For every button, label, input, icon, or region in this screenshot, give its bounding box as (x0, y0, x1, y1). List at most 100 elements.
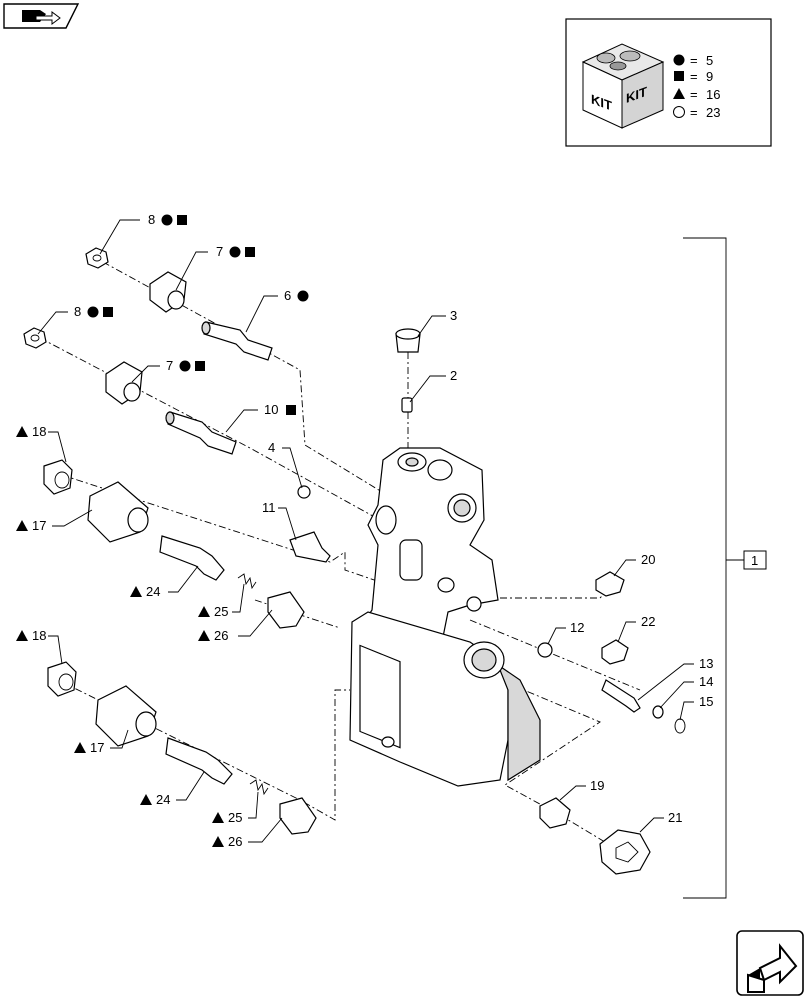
filled-circle-icon (161, 214, 173, 226)
callout-number: 24 (156, 792, 170, 807)
callout-14[interactable]: 14 (659, 674, 713, 709)
callout-2[interactable]: 2 (409, 368, 457, 403)
coil-17b (95, 685, 157, 747)
filled-triangle-icon (198, 630, 210, 641)
callout-number: 26 (228, 834, 242, 849)
callout-number: 11 (262, 500, 276, 515)
leader-line (168, 565, 199, 593)
ball-12 (537, 642, 553, 658)
callout-7[interactable]: 7 (175, 244, 255, 291)
callout-number: 25 (214, 604, 228, 619)
callout-17[interactable]: 17 (74, 729, 129, 755)
callout-number: 19 (590, 778, 604, 793)
back-button[interactable] (3, 3, 80, 29)
filled-square-icon (103, 307, 113, 317)
callout-20[interactable]: 20 (613, 552, 655, 577)
callout-3[interactable]: 3 (417, 308, 457, 337)
callout-13[interactable]: 13 (637, 656, 713, 701)
callout-number: 21 (668, 810, 682, 825)
filled-circle-icon (87, 306, 99, 318)
leader-line (639, 817, 664, 833)
callout-25[interactable]: 25 (212, 791, 259, 825)
callout-15[interactable]: 15 (679, 694, 713, 721)
leader-line (278, 507, 297, 541)
leader-line (238, 609, 273, 637)
screw-26b (279, 797, 317, 835)
solenoid-coil-7b (105, 361, 143, 405)
callout-17[interactable]: 17 (16, 509, 93, 533)
filled-circle-icon (297, 290, 309, 302)
callout-11[interactable]: 11 (262, 500, 297, 541)
filled-circle-icon (179, 360, 191, 372)
callout-22[interactable]: 22 (617, 614, 655, 643)
o-ring-15 (674, 718, 686, 734)
callout-number: 3 (450, 308, 457, 323)
callout-number: 18 (32, 424, 46, 439)
callout-8[interactable]: 8 (99, 212, 187, 255)
assembly-bracket: 1 (683, 237, 767, 899)
callout-24[interactable]: 24 (130, 565, 199, 599)
filled-circle-icon (673, 54, 685, 66)
legend-equals: = (690, 69, 698, 84)
callout-number: 25 (228, 810, 242, 825)
filled-square-icon (674, 71, 684, 81)
callout-6[interactable]: 6 (245, 288, 309, 333)
leader-line (417, 315, 446, 337)
callout-number: 12 (570, 620, 584, 635)
legend-equals: = (690, 105, 698, 120)
filled-circle-icon (229, 246, 241, 258)
filled-triangle-icon (140, 794, 152, 805)
leader-line (409, 375, 446, 403)
filled-square-icon (245, 247, 255, 257)
callout-8[interactable]: 8 (37, 304, 113, 335)
callout-number: 2 (450, 368, 457, 383)
valve-body (349, 447, 541, 787)
callout-18[interactable]: 18 (16, 628, 63, 665)
leader-line (659, 681, 694, 709)
washer-14 (652, 705, 664, 719)
next-page-button[interactable] (736, 930, 804, 996)
callout-7[interactable]: 7 (131, 358, 205, 383)
leader-line (175, 251, 208, 291)
leader-line (248, 791, 259, 819)
filled-triangle-icon (16, 630, 28, 641)
filled-triangle-icon (130, 586, 142, 597)
callout-26[interactable]: 26 (212, 817, 283, 849)
legend-equals: = (690, 53, 698, 68)
callout-26[interactable]: 26 (198, 609, 273, 643)
callout-21[interactable]: 21 (639, 810, 682, 833)
callout-number: 14 (699, 674, 713, 689)
callout-18[interactable]: 18 (16, 424, 67, 463)
filled-triangle-icon (212, 812, 224, 823)
callout-25[interactable]: 25 (198, 583, 245, 619)
callout-4[interactable]: 4 (268, 440, 303, 489)
callout-number: 26 (214, 628, 228, 643)
plug-3 (395, 328, 421, 353)
cap-18a (43, 459, 73, 495)
callout-number: 6 (284, 288, 291, 303)
screw-2 (401, 397, 413, 413)
leader-line (245, 295, 278, 333)
callout-12[interactable]: 12 (547, 620, 584, 645)
callout-number: 18 (32, 628, 46, 643)
plug-20 (595, 571, 625, 597)
cartridge-6 (201, 321, 273, 361)
legend-value: 5 (706, 53, 713, 68)
filled-square-icon (195, 361, 205, 371)
fitting-11 (289, 531, 331, 563)
leader-line (176, 771, 205, 801)
leader-line (547, 627, 566, 645)
callout-10[interactable]: 10 (225, 402, 296, 433)
callout-19[interactable]: 19 (559, 778, 604, 801)
callout-24[interactable]: 24 (140, 771, 205, 807)
callout-number: 7 (216, 244, 223, 259)
legend-value: 16 (706, 87, 720, 102)
legend-value: 23 (706, 105, 720, 120)
filled-square-icon (177, 215, 187, 225)
return-arrow-icon (22, 10, 61, 25)
spring-25b (249, 779, 269, 796)
cap-18b (47, 661, 77, 697)
leader-line (617, 621, 636, 643)
leader-line (99, 219, 140, 255)
